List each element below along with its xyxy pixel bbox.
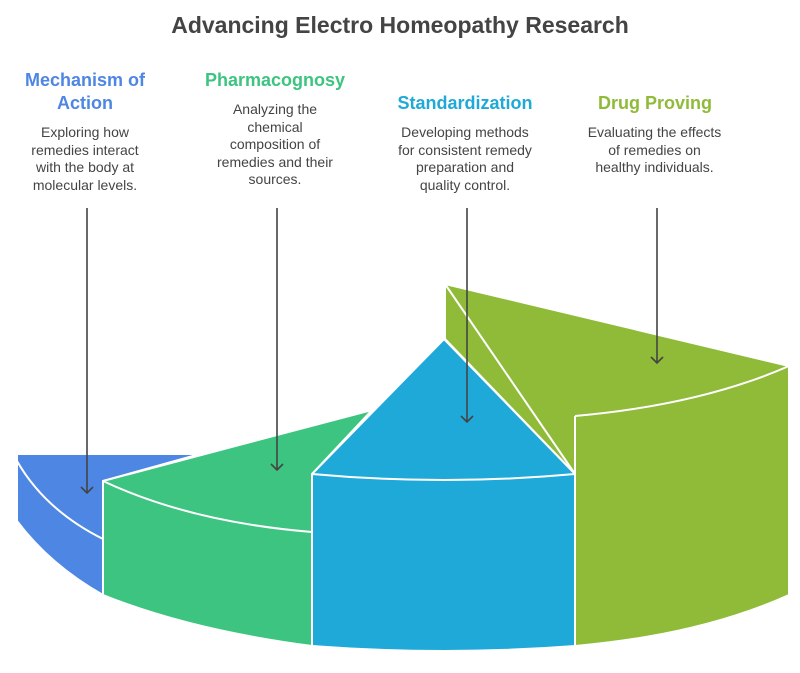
section-description: Exploring how remedies interact with the… (31, 124, 139, 193)
section-description: Developing methods for consistent remedy… (398, 124, 532, 193)
section-pharmacognosy: Pharmacognosy Analyzing the chemical com… (195, 69, 355, 189)
section-heading: Drug Proving (597, 93, 712, 113)
arrow-pharmacognosy (270, 208, 284, 472)
arrow-standardization (460, 208, 474, 424)
slice-mechanism-edge (16, 460, 104, 540)
section-standardization: Standardization Developing methods for c… (385, 92, 545, 194)
section-heading: Mechanism of Action (24, 70, 146, 113)
section-description: Analyzing the chemical composition of re… (217, 101, 333, 187)
section-drug-proving: Drug Proving Evaluating the effects of r… (575, 92, 735, 177)
section-mechanism: Mechanism of Action Exploring how remedi… (5, 69, 165, 194)
section-heading: Standardization (397, 93, 533, 113)
arrow-drug-proving (650, 208, 664, 365)
section-heading: Pharmacognosy (204, 70, 346, 90)
diagram-title: Advancing Electro Homeopathy Research (171, 12, 629, 38)
slice-standardization (311, 338, 576, 652)
section-description: Evaluating the effects of remedies on he… (587, 124, 722, 175)
slice-pharmacognosy-edge (102, 480, 313, 533)
slice-standardization-edge (311, 473, 576, 481)
arrow-mechanism (80, 208, 94, 495)
